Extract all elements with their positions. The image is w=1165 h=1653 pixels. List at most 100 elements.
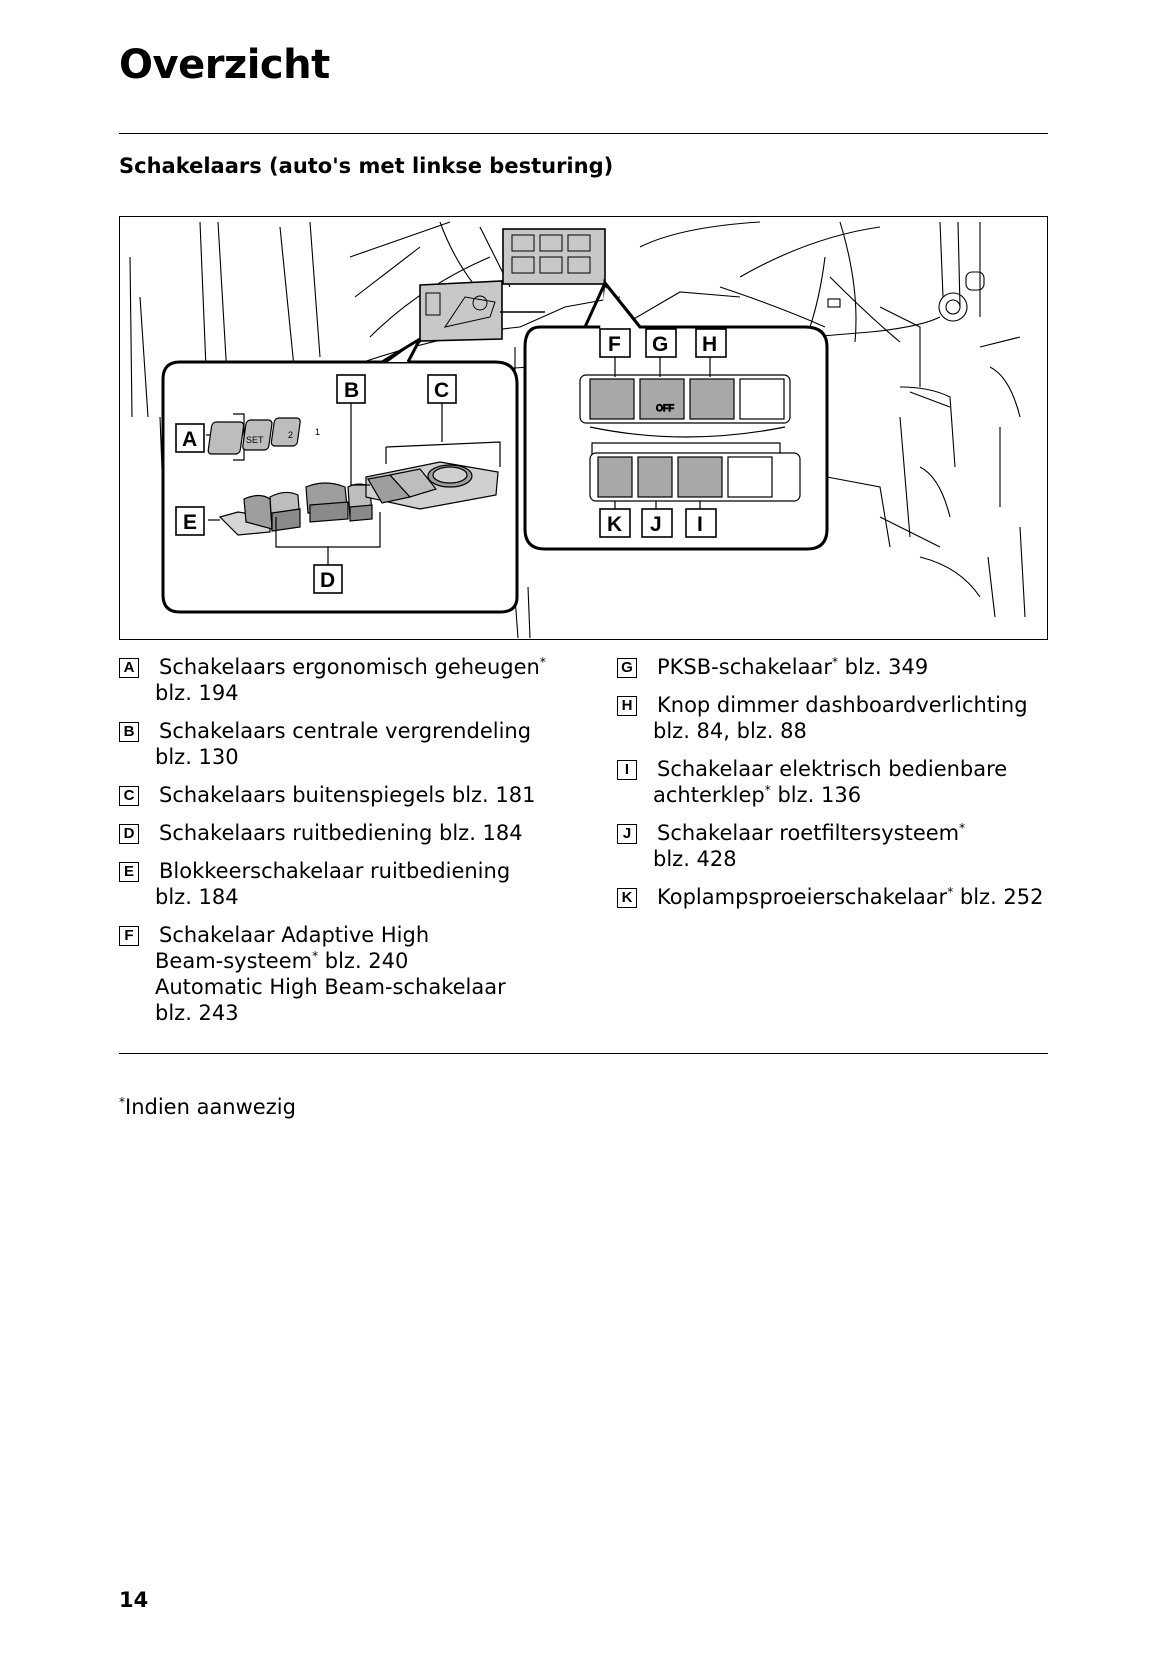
overview-highlight-door bbox=[419, 280, 503, 342]
svg-text:B: B bbox=[344, 379, 359, 402]
svg-text:E: E bbox=[183, 511, 197, 534]
mirror-and-lock-switches bbox=[350, 417, 501, 510]
legend-page-ref: blz. 240 bbox=[324, 949, 409, 973]
title-rule bbox=[119, 133, 1048, 134]
legend-item-text: Knop dimmer dashboardverlichting bbox=[657, 692, 1057, 718]
page-number: 14 bbox=[119, 1588, 149, 1612]
footnote-text: Indien aanwezig bbox=[125, 1095, 296, 1119]
legend-key-box: C bbox=[119, 786, 139, 806]
legend-text-part: Schakelaar roetfiltersysteem bbox=[657, 821, 960, 845]
legend-key-box: B bbox=[119, 722, 139, 742]
legend-item-text: Automatic High Beam-schakelaar bbox=[155, 974, 589, 1000]
legend-key-box: I bbox=[617, 760, 637, 780]
legend-text-part: blz. 130 bbox=[155, 745, 239, 769]
legend-page-ref: blz. 349 bbox=[844, 655, 929, 679]
legend-item-text: Blokkeerschakelaar ruitbediening bbox=[159, 858, 589, 884]
legend-text-part: Knop dimmer dashboardverlichting bbox=[657, 693, 1028, 717]
legend-item-text: Schakelaars buitenspiegels blz. 181 bbox=[159, 782, 589, 808]
svg-text:F: F bbox=[608, 333, 621, 356]
legend-item-k: K Koplampsproeierschakelaar* blz. 252 bbox=[617, 884, 1057, 910]
legend-text-part: blz. 184 bbox=[155, 885, 239, 909]
legend-text-part: Schakelaars ruitbediening blz. 184 bbox=[159, 821, 523, 845]
footnote-mark: * bbox=[119, 1095, 125, 1109]
memory-2-label: 2 bbox=[288, 430, 293, 440]
svg-text:D: D bbox=[320, 569, 335, 592]
legend-page-ref: blz. 252 bbox=[959, 885, 1044, 909]
memory-seat-switches: SET 2 1 bbox=[206, 413, 320, 461]
legend-item-c: C Schakelaars buitenspiegels blz. 181 bbox=[119, 782, 589, 808]
legend-text-part: Koplampsproeierschakelaar bbox=[657, 885, 948, 909]
switches-illustration: SET 2 1 bbox=[119, 216, 1048, 640]
legend-item-text: Schakelaar roetfiltersysteem* bbox=[657, 820, 1057, 846]
optional-mark: * bbox=[312, 949, 319, 963]
legend-key-box: A bbox=[119, 658, 139, 678]
legend-item-text: blz. 428 bbox=[653, 846, 1057, 872]
legend-text-part: Beam-systeem bbox=[155, 949, 313, 973]
legend-text-part: Schakelaars centrale vergrendeling bbox=[159, 719, 532, 743]
legend-text-part: blz. 84, blz. 88 bbox=[653, 719, 807, 743]
legend-text-part: Schakelaars buitenspiegels blz. 181 bbox=[159, 783, 536, 807]
legend-item-text: Schakelaars ruitbediening blz. 184 bbox=[159, 820, 589, 846]
memory-1-label: 1 bbox=[315, 427, 320, 437]
legend-key-box: H bbox=[617, 696, 637, 716]
legend-item-text: blz. 194 bbox=[155, 680, 589, 706]
legend-item-text: PKSB-schakelaar* blz. 349 bbox=[657, 654, 1057, 680]
legend-item-text: Schakelaars ergonomisch geheugen* bbox=[159, 654, 589, 680]
pksb-off-label: OFF bbox=[656, 403, 674, 413]
callout-h: H bbox=[695, 328, 727, 358]
legend-item-text: blz. 243 bbox=[155, 1000, 589, 1026]
page-title: Overzicht bbox=[119, 42, 330, 88]
callout-k: K bbox=[599, 508, 631, 538]
legend-key-box: F bbox=[119, 926, 139, 946]
legend-bottom-rule bbox=[119, 1053, 1048, 1054]
callout-i: I bbox=[685, 508, 717, 538]
callout-b: B bbox=[336, 374, 366, 404]
legend-key-box: K bbox=[617, 888, 637, 908]
window-switches bbox=[208, 482, 373, 536]
legend-item-j: J Schakelaar roetfiltersysteem*blz. 428 bbox=[617, 820, 1057, 872]
svg-text:G: G bbox=[652, 333, 668, 356]
footnote: *Indien aanwezig bbox=[119, 1095, 296, 1119]
overview-highlight-center bbox=[502, 228, 606, 285]
legend-key-box: D bbox=[119, 824, 139, 844]
callout-g: G bbox=[645, 328, 677, 358]
legend-item-d: D Schakelaars ruitbediening blz. 184 bbox=[119, 820, 589, 846]
window-switch-callout: SET 2 1 bbox=[161, 337, 519, 614]
legend-text-part: blz. 428 bbox=[653, 847, 737, 871]
legend-text-part: Schakelaars ergonomisch geheugen bbox=[159, 655, 540, 679]
legend-key-box: G bbox=[617, 658, 637, 678]
optional-mark: * bbox=[831, 655, 838, 669]
callout-c: C bbox=[427, 374, 457, 404]
callout-d: D bbox=[313, 564, 343, 594]
callout-j: J bbox=[641, 508, 673, 538]
section-heading: Schakelaars (auto's met linkse besturing… bbox=[119, 154, 614, 178]
legend-item-text: blz. 184 bbox=[155, 884, 589, 910]
set-button-label: SET bbox=[246, 435, 264, 445]
callout-labels: A B C D E F G H I J K bbox=[175, 328, 727, 594]
optional-mark: * bbox=[947, 885, 954, 899]
svg-text:J: J bbox=[650, 513, 662, 536]
svg-text:H: H bbox=[702, 333, 717, 356]
upper-switch-row: OFF bbox=[579, 374, 791, 456]
legend-text-part: PKSB-schakelaar bbox=[657, 655, 832, 679]
svg-text:I: I bbox=[697, 513, 703, 536]
callout-e: E bbox=[175, 506, 205, 536]
optional-mark: * bbox=[539, 655, 546, 669]
legend-key-box: J bbox=[617, 824, 637, 844]
svg-text:C: C bbox=[434, 379, 449, 402]
legend-item-g: G PKSB-schakelaar* blz. 349 bbox=[617, 654, 1057, 680]
svg-text:A: A bbox=[182, 428, 197, 451]
svg-text:K: K bbox=[607, 513, 622, 536]
callout-f: F bbox=[599, 328, 631, 358]
legend-page-ref: blz. 136 bbox=[777, 783, 862, 807]
legend-text-part: blz. 243 bbox=[155, 1001, 239, 1025]
legend-item-text: blz. 84, blz. 88 bbox=[653, 718, 1057, 744]
legend-text-part: Schakelaar elektrisch bedienbare bbox=[657, 757, 1008, 781]
legend-text-part: achterklep bbox=[653, 783, 765, 807]
